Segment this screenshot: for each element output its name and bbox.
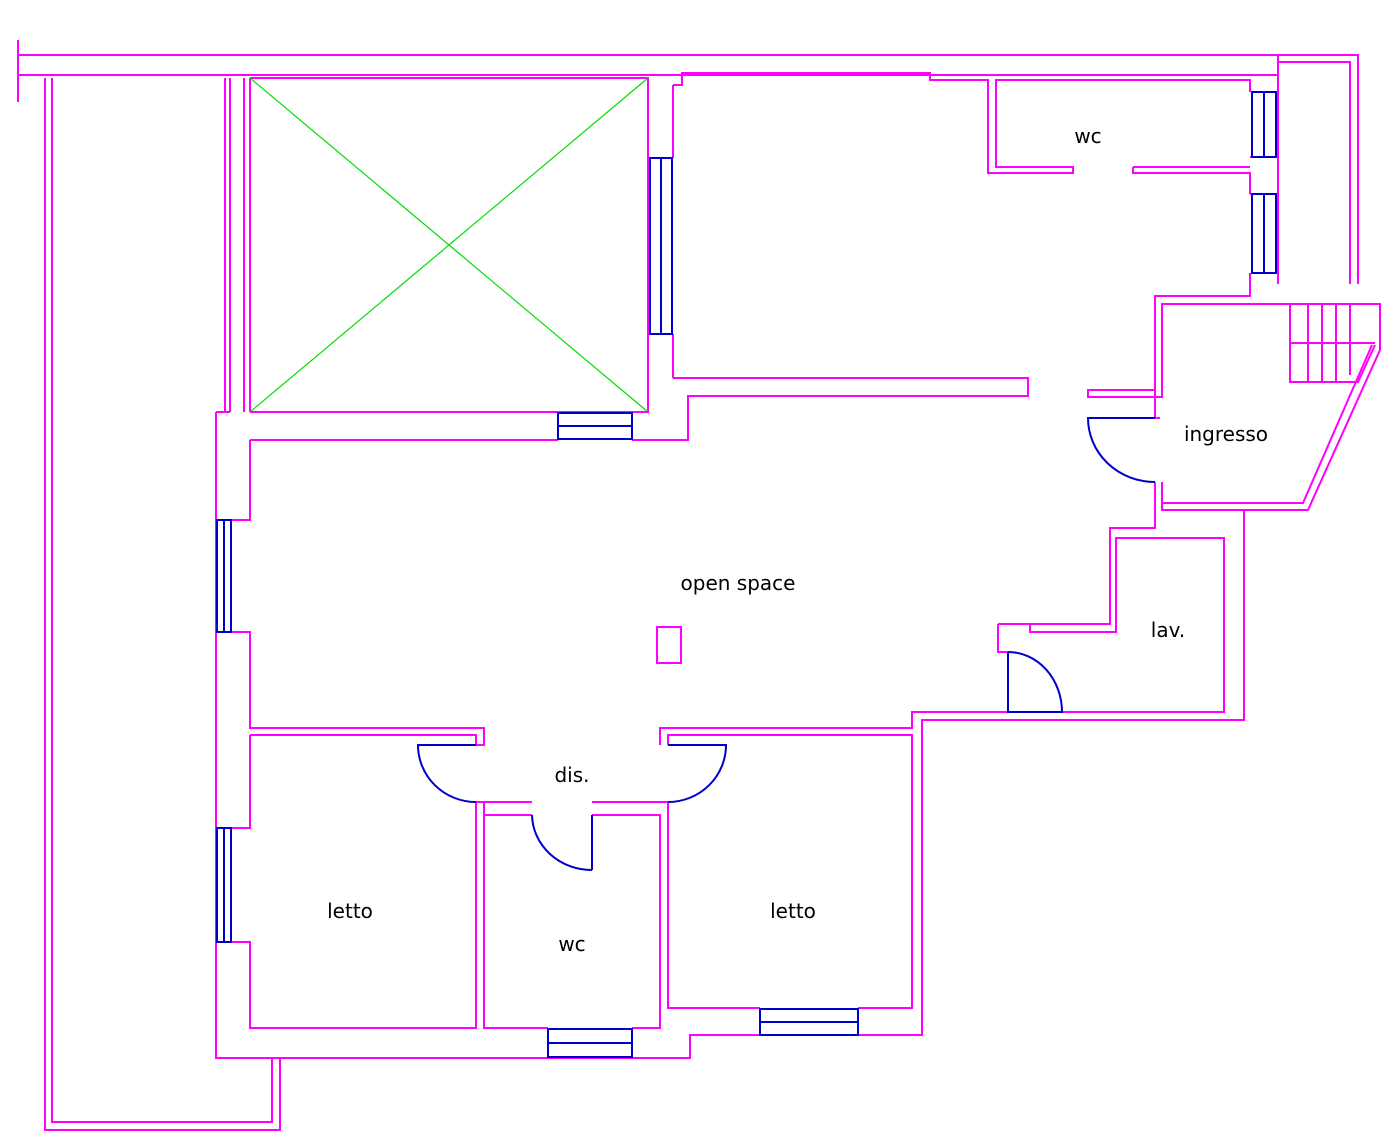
label-wc-bottom: wc <box>558 932 585 956</box>
doors <box>416 417 1156 871</box>
door-wc-bottom <box>531 814 593 871</box>
void-area <box>224 77 649 413</box>
label-dis: dis. <box>554 763 589 787</box>
terrace-outline <box>17 40 1278 1131</box>
void-cross-line-b <box>249 77 649 413</box>
label-letto-right: letto <box>770 899 816 923</box>
door-bedroom-left <box>416 744 477 803</box>
label-letto-left: letto <box>327 899 373 923</box>
door-ingresso <box>1086 417 1156 483</box>
door-lav <box>1007 651 1064 713</box>
label-ingresso: ingresso <box>1184 422 1268 446</box>
stairs <box>1289 304 1376 383</box>
room-labels: wc ingresso open space lav. dis. letto w… <box>327 124 1268 956</box>
terrace-right <box>1277 54 1359 284</box>
main-body-walls <box>215 411 1245 1059</box>
windows <box>216 91 1277 1058</box>
label-wc-top: wc <box>1074 124 1101 148</box>
label-lav: lav. <box>1151 618 1185 642</box>
door-bedroom-right <box>667 744 728 803</box>
upper-room-walls <box>557 72 1381 713</box>
column <box>656 626 682 664</box>
label-open-space: open space <box>681 571 796 595</box>
